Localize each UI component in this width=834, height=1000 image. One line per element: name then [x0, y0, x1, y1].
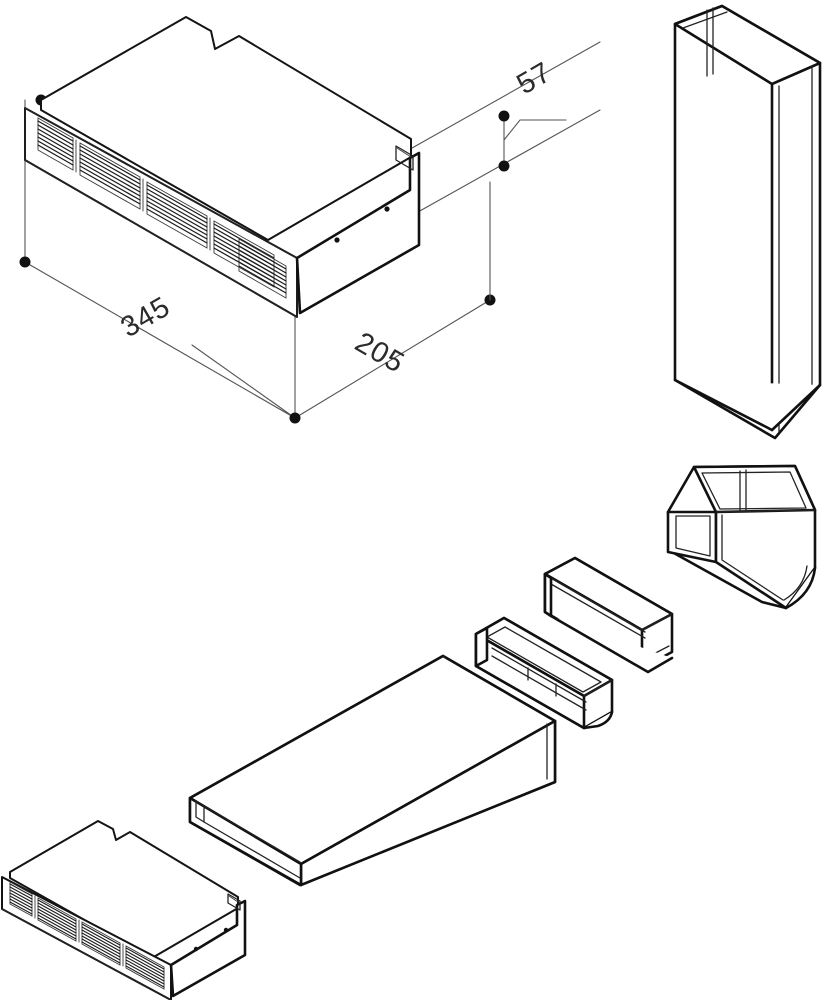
lower-unit-right-side-panel	[169, 899, 247, 998]
unit-top-face	[40, 16, 412, 241]
part-transition-piece	[543, 556, 674, 674]
dimension-label-57: 57	[512, 56, 558, 101]
louver-panel-frame	[125, 945, 165, 990]
transition-rear-edge	[641, 613, 673, 631]
transition-crease-2	[550, 583, 646, 639]
transition-base-strip	[549, 614, 674, 674]
louver-panel-frame	[81, 921, 121, 966]
transition-left-end	[543, 572, 553, 618]
screw-dot	[334, 237, 340, 243]
louver-panel-5	[238, 238, 287, 299]
dimension-endpoint-dot	[19, 256, 31, 268]
louver-panel-2	[79, 142, 141, 210]
screw-dot	[193, 946, 199, 952]
lower-louver-panel-1	[9, 881, 33, 917]
unit-corner-tab	[395, 145, 414, 171]
damper-divider-edge-2	[491, 655, 587, 711]
unit-bottom-edge	[24, 159, 298, 318]
louver-panel-3	[146, 181, 208, 249]
louver-panel-frame	[146, 181, 208, 249]
louver-panel-frame	[79, 142, 141, 210]
damper-divider-edge	[491, 647, 587, 703]
dimension-line-345	[24, 261, 296, 419]
lower-unit-bottom-edge	[1, 908, 172, 1000]
louver-panel-frame	[9, 881, 33, 917]
dimension-57-group	[404, 41, 601, 301]
elbow-opening-floor-edge	[715, 509, 816, 513]
flat-duct-corner-seam	[442, 655, 447, 659]
dimension-endpoint-dot	[289, 412, 301, 424]
louver-panel-frame	[37, 117, 74, 171]
unit-corner-tab-crease	[396, 147, 412, 158]
screw-dot	[223, 927, 229, 933]
duct-bottom-edge	[673, 378, 822, 432]
dimension-line-345-tick	[191, 344, 296, 419]
part-ventilation-unit-main	[24, 16, 421, 318]
elbow-rounded-corner-inner	[783, 565, 808, 601]
elbow-front-lower	[714, 510, 788, 610]
part-elbow-duct	[666, 464, 817, 610]
lower-unit-corner-tab-crease	[228, 895, 239, 903]
dimension-endpoint-dot	[498, 160, 510, 172]
lower-unit-corner-tab	[227, 893, 241, 911]
elbow-duct-left-opening	[666, 510, 718, 564]
transition-crease	[550, 577, 646, 633]
lower-unit-top-face	[9, 820, 239, 959]
elbow-duct-left-opening-inner	[675, 515, 711, 557]
vertical-duct-top-opening	[673, 4, 822, 86]
damper-left-end	[474, 626, 489, 668]
flat-duct-inner-floor	[203, 821, 301, 879]
elbow-front-lower-inner	[721, 514, 784, 601]
damper-top-opening	[486, 626, 602, 693]
duct-top-inner-edge	[682, 11, 728, 29]
elbow-rounded-corner	[784, 566, 817, 610]
dimension-endpoint-dot	[498, 110, 510, 122]
louver-panel-1	[37, 117, 74, 171]
lower-louver-panel-3	[81, 921, 121, 966]
part-damper-connector	[474, 616, 614, 730]
part-flat-duct	[188, 654, 557, 887]
elbow-duct-inner-rim	[701, 471, 807, 510]
louver-panel-frame	[213, 220, 275, 288]
louver-panel-frame	[37, 897, 77, 942]
unit-right-side-panel	[295, 151, 421, 315]
part-vertical-duct	[673, 4, 822, 440]
lower-louver-panel-2	[37, 897, 77, 942]
flat-duct-left-end	[188, 796, 303, 887]
dimension-leader-57	[503, 119, 567, 141]
dimension-label-205: 205	[350, 326, 411, 379]
louver-panel-frame	[238, 238, 287, 299]
damper-rear-edge	[583, 679, 613, 697]
flat-duct-inner-ceiling	[203, 805, 301, 863]
part-ventilation-unit-lower	[1, 820, 247, 1000]
projection-line-lower	[417, 109, 601, 213]
screw-dot	[384, 206, 390, 212]
lower-louver-panel-4	[125, 945, 165, 990]
projection-line-upper	[404, 41, 601, 153]
damper-right-rounded	[582, 710, 614, 730]
dimension-label-345: 345	[116, 291, 177, 344]
dimension-line-205	[294, 299, 491, 419]
